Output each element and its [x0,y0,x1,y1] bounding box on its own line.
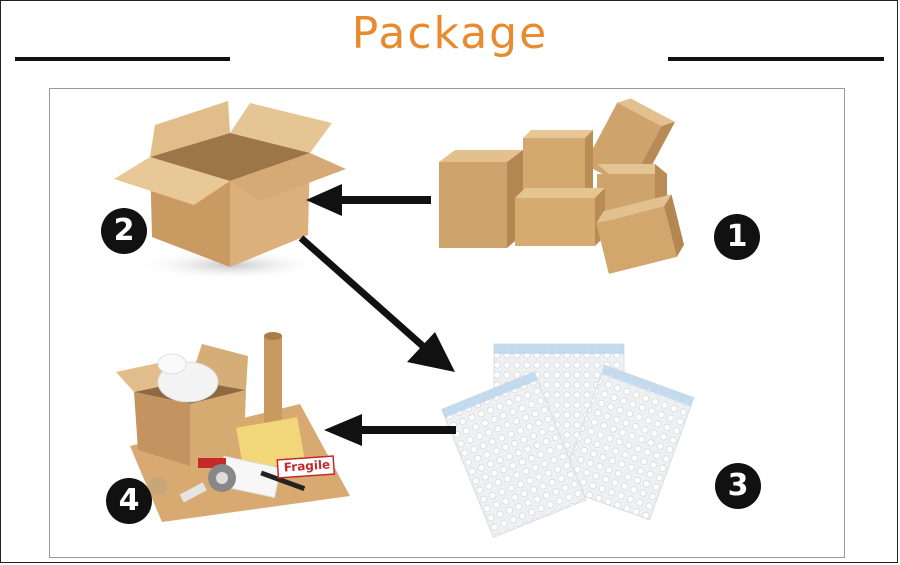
packing-supplies-image [116,332,350,522]
stack-of-cardboard-boxes-image [439,98,685,274]
arrow-1-to-2-icon [306,184,431,216]
step-badge-2: 2 [101,208,147,254]
bubble-wrap-bags-image [441,343,695,538]
open-cardboard-box-image [114,101,346,280]
arrow-2-to-3-icon [298,235,455,372]
step-badge-1: 1 [714,214,760,260]
step-badge-4: 4 [106,478,152,524]
title-rule-left [15,57,230,61]
step-badge-3: 3 [715,463,761,509]
title-rule-right [668,57,884,61]
page-title: Package [351,8,549,59]
arrow-3-to-4-icon [324,414,456,446]
